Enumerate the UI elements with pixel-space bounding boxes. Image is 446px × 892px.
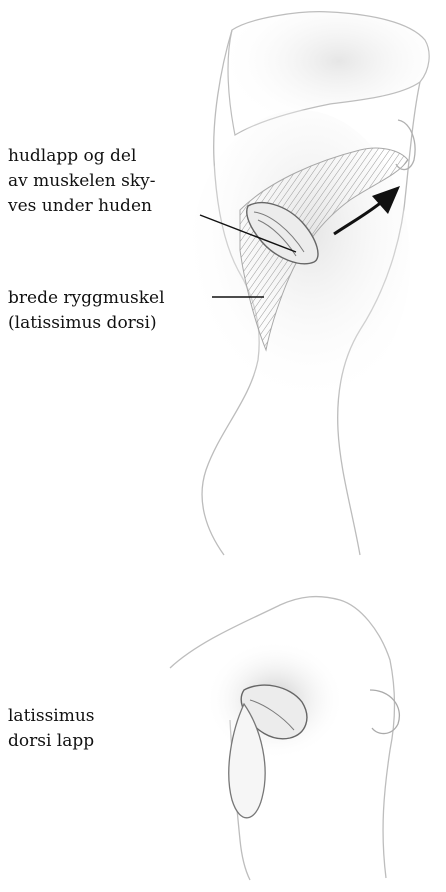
label-latissimus-muscle: brede ryggmuskel (latissimus dorsi) — [8, 286, 165, 336]
label-line: brede ryggmuskel — [8, 286, 165, 311]
lower-torso-illustration — [170, 597, 399, 880]
label-line: (latissimus dorsi) — [8, 311, 165, 336]
label-line: latissimus — [8, 704, 95, 729]
label-line: hudlapp og del — [8, 144, 156, 169]
label-line: ves under huden — [8, 194, 156, 219]
label-skin-flap-and-muscle: hudlapp og del av muskelen sky- ves unde… — [8, 144, 156, 219]
upper-torso-illustration — [190, 12, 429, 555]
label-line: av muskelen sky- — [8, 169, 156, 194]
label-line: dorsi lapp — [8, 729, 95, 754]
label-latissimus-flap: latissimus dorsi lapp — [8, 704, 95, 754]
